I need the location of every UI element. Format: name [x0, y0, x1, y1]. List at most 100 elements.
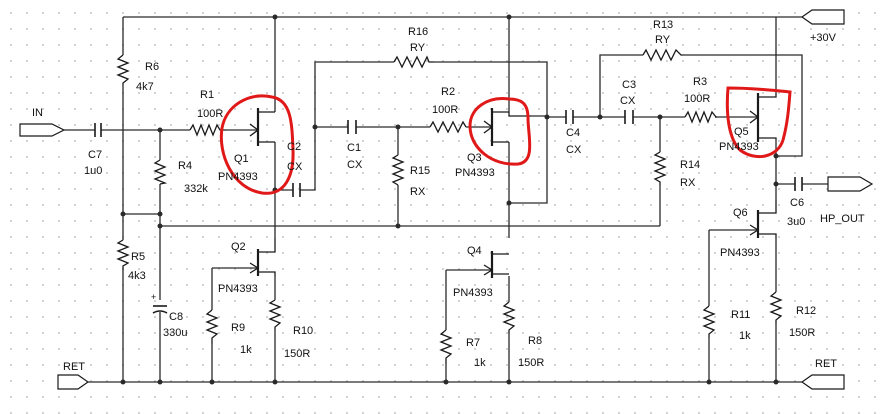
- capacitor-c2: [292, 183, 301, 197]
- label-r12-value: 150R: [789, 327, 815, 339]
- label-r4-ref: R4: [178, 160, 192, 172]
- transistor-q5: [749, 93, 777, 142]
- resistor-r16: [393, 55, 434, 69]
- label-r6-ref: R6: [145, 61, 159, 73]
- port-hp-out: [827, 176, 874, 192]
- label-q5-ref: Q5: [734, 126, 749, 138]
- label-r15-ref: R15: [410, 165, 430, 177]
- port-ret-left: [57, 374, 90, 390]
- resistor-r1: [189, 123, 226, 137]
- label-r14-value: RX: [680, 177, 696, 189]
- label-q6-ref: Q6: [733, 207, 748, 219]
- label-r2-ref: R2: [441, 86, 455, 98]
- junction-dots: [120, 14, 779, 385]
- resistor-r4: [153, 159, 168, 185]
- resistor-r10: [268, 299, 282, 330]
- label-c2-value: CX: [287, 161, 303, 173]
- labels: IN +30V RET RET HP_OUT R6 4k7 R1 100R C7…: [32, 19, 865, 373]
- label-r10-value: 150R: [284, 348, 310, 360]
- label-r11-value: 1k: [739, 330, 751, 342]
- transistor-q2: [249, 238, 276, 276]
- label-q6-value: PN4393: [720, 247, 760, 259]
- label-c8-value: 330u: [163, 327, 187, 339]
- label-q5-value: PN4393: [719, 141, 759, 153]
- resistor-r15: [391, 154, 405, 186]
- label-r16-ref: R16: [408, 26, 428, 38]
- label-r1-value: 100R: [197, 108, 223, 120]
- label-r5-ref: R5: [131, 251, 145, 263]
- label-q1-value: PN4393: [218, 171, 258, 183]
- label-r9-ref: R9: [231, 322, 245, 334]
- label-c7-ref: C7: [88, 149, 102, 161]
- port-label-in: IN: [32, 107, 43, 119]
- resistor-r7: [439, 329, 453, 364]
- capacitor-c1: [347, 120, 357, 134]
- port-label-ret-left: RET: [63, 361, 85, 373]
- resistor-r5: [116, 239, 130, 270]
- label-q3-ref: Q3: [467, 152, 482, 164]
- label-r13-value: RY: [655, 34, 671, 46]
- label-q3-value: PN4393: [455, 167, 495, 179]
- label-r7-value: 1k: [474, 357, 486, 369]
- port-supply: [800, 9, 845, 25]
- label-c1-ref: C1: [347, 142, 361, 154]
- label-r15-value: RX: [410, 186, 426, 198]
- capacitor-c4: [565, 110, 574, 124]
- capacitor-c7: [94, 123, 102, 137]
- transistor-q3: [483, 108, 531, 146]
- resistor-r14: [653, 151, 667, 185]
- label-r1-ref: R1: [200, 89, 214, 101]
- label-r3-ref: R3: [693, 76, 707, 88]
- label-r3-value: 100R: [684, 93, 710, 105]
- resistor-r3: [684, 110, 718, 124]
- label-r6-value: 4k7: [136, 81, 154, 93]
- transistor-q1: [249, 108, 275, 146]
- label-q1-ref: Q1: [234, 153, 249, 165]
- label-q2-value: PN4393: [218, 283, 258, 295]
- capacitor-c6: [794, 177, 803, 191]
- label-r8-value: 150R: [518, 357, 544, 369]
- label-c4-value: CX: [566, 144, 582, 156]
- capacitor-c8: +: [151, 292, 168, 314]
- label-q4-value: PN4393: [453, 287, 493, 299]
- resistor-r2: [429, 120, 467, 134]
- svg-text:+: +: [151, 292, 156, 302]
- label-r9-value: 1k: [240, 344, 252, 356]
- port-in: [19, 123, 66, 137]
- resistor-r12: [769, 291, 783, 324]
- label-c6-ref: C6: [790, 197, 804, 209]
- transistor-q6: [749, 200, 777, 238]
- resistor-r11: [702, 305, 716, 338]
- resistor-r9: [205, 309, 219, 344]
- label-r10-ref: R10: [293, 325, 313, 337]
- label-r12-ref: R12: [796, 305, 816, 317]
- label-c3-value: CX: [620, 95, 636, 107]
- label-r13-ref: R13: [653, 19, 673, 31]
- port-ret-right: [800, 374, 845, 390]
- port-label-hp-out: HP_OUT: [820, 213, 865, 225]
- resistor-r6: [116, 54, 130, 85]
- label-r8-ref: R8: [528, 335, 542, 347]
- transistor-q4: [483, 251, 509, 278]
- label-c7-value: 1u0: [84, 165, 102, 177]
- label-r4-value: 332k: [184, 183, 208, 195]
- label-r5-value: 4k3: [128, 270, 146, 282]
- label-c1-value: CX: [347, 159, 363, 171]
- label-r16-value: RY: [410, 42, 426, 54]
- annotation-circles: [219, 86, 792, 195]
- label-q4-ref: Q4: [467, 245, 482, 257]
- label-c4-ref: C4: [566, 127, 580, 139]
- port-label-ret-right: RET: [815, 358, 837, 370]
- capacitor-c3: [624, 110, 634, 124]
- label-r7-ref: R7: [466, 337, 480, 349]
- port-label-supply: +30V: [810, 32, 837, 44]
- label-r11-ref: R11: [731, 309, 750, 321]
- label-r14-ref: R14: [680, 159, 700, 171]
- label-r2-value: 100R: [432, 104, 458, 116]
- label-c6-value: 3u0: [787, 216, 805, 228]
- label-c3-ref: C3: [622, 79, 636, 91]
- resistor-r8: [502, 301, 516, 334]
- label-q2-ref: Q2: [231, 241, 246, 253]
